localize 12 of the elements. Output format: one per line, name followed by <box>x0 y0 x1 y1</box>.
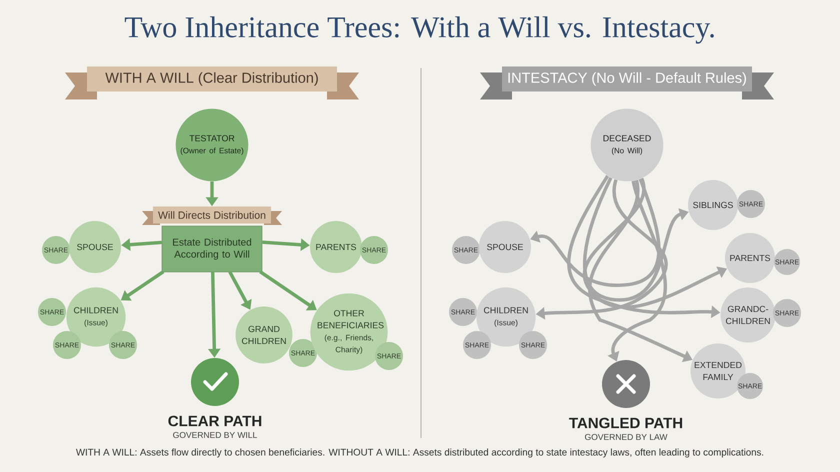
cross-icon <box>602 360 650 408</box>
title: Two Inheritance Trees: With a Will vs. Intestacy. <box>124 16 714 44</box>
distribution-box: Will Directs Distribution Estate Distributed According to Will <box>142 206 282 272</box>
path-title: TANGLED PATH <box>569 418 682 428</box>
node-label: Will Directs Distribution <box>158 211 266 219</box>
banner-ribbon: INTESTACY (No Will - Default Rules) <box>480 66 774 100</box>
path-subtitle: GOVERNED BY WILL <box>173 432 257 438</box>
path-title: CLEAR PATH <box>168 416 262 426</box>
check-icon <box>191 358 239 406</box>
banner-ribbon: WITH A WILL (Clear Distribution) <box>65 66 359 100</box>
caption: WITH A WILL: Assets flow directly to chosen beneficiaries. WITHOUT A WILL: Assets distributed according to state intestacy laws, often leading to complications. <box>76 448 764 458</box>
path-subtitle: GOVERNED BY LAW <box>585 434 668 440</box>
